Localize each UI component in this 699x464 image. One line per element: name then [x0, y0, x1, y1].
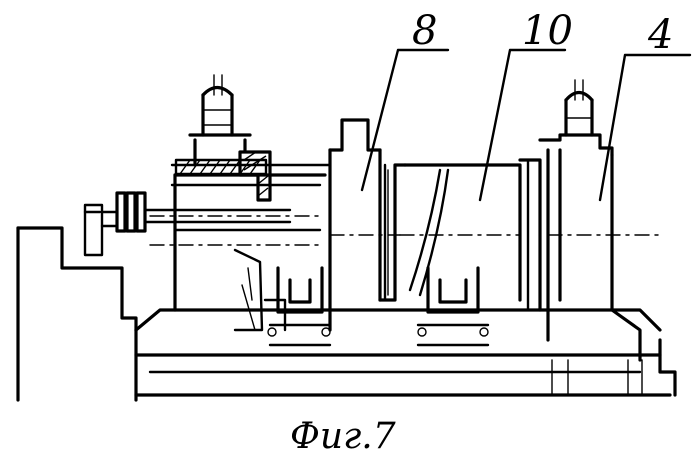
unit-10 [400, 160, 540, 345]
label-part-4: 4 [647, 12, 673, 58]
left-carriage [150, 75, 330, 330]
label-part-8: 8 [412, 8, 437, 54]
figure-caption: Фиг.7 [290, 416, 396, 457]
machine-bed [18, 228, 675, 400]
leader-lines [362, 50, 690, 200]
feed-rod [85, 193, 320, 255]
unit-4 [540, 80, 660, 360]
label-part-10: 10 [522, 8, 573, 54]
